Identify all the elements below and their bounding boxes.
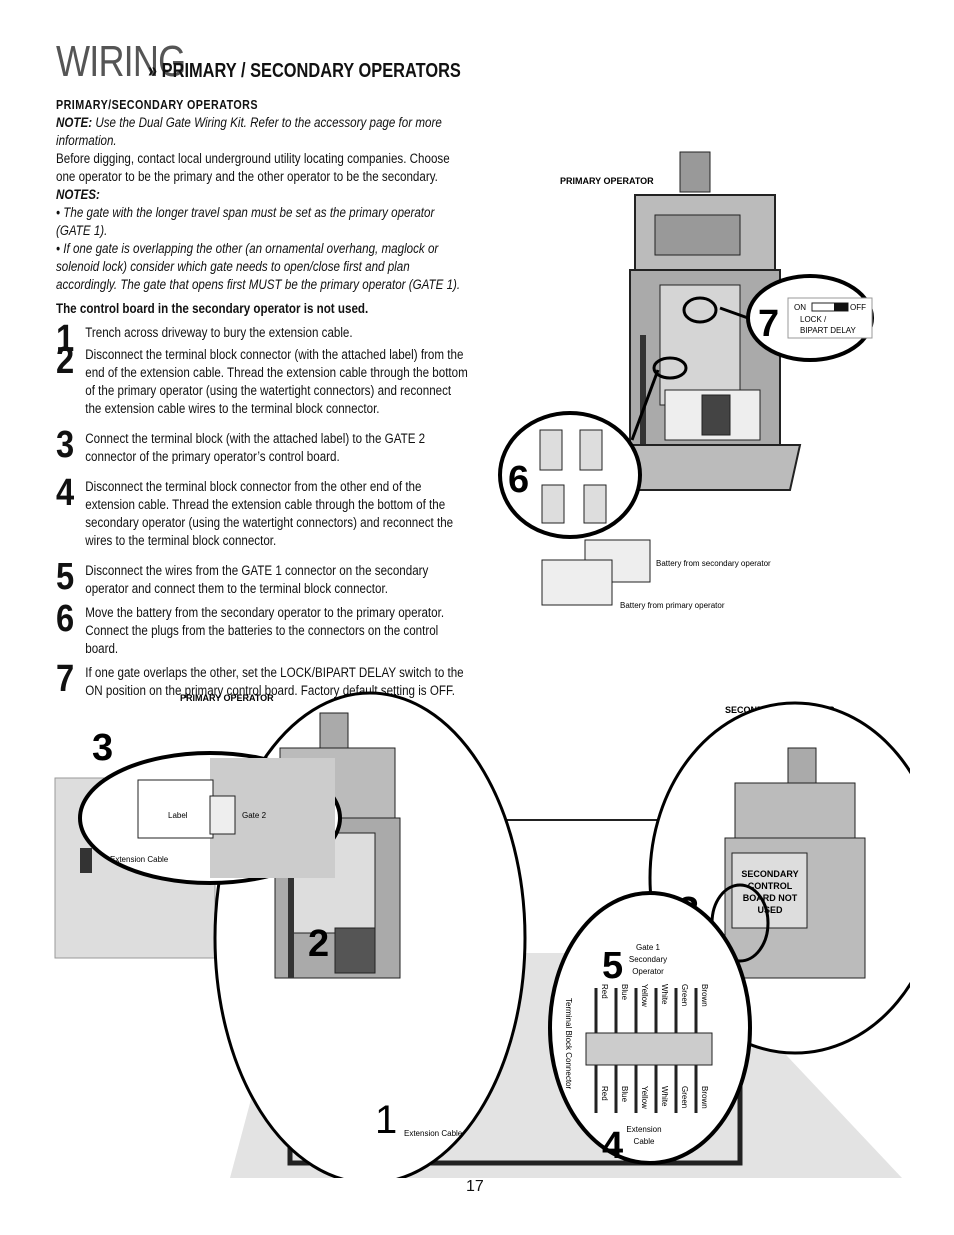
svg-text:LOCK /: LOCK / (800, 315, 827, 324)
battery-connector (583, 484, 607, 524)
battery-connector (579, 429, 603, 471)
motor-shaft (679, 151, 711, 193)
callout-7-number: 7 (758, 303, 779, 345)
callout-2-number: 2 (308, 923, 329, 965)
svg-text:Operator: Operator (632, 967, 664, 976)
callout-3-left-number: 3 (92, 727, 113, 769)
step-5: 5 Disconnect the wires from the GATE 1 c… (56, 556, 429, 598)
gate2-connector (209, 795, 236, 835)
wire-label: Blue (620, 984, 629, 1001)
notes-label: NOTES: (56, 187, 100, 202)
control-board-note: The control board in the secondary opera… (56, 301, 369, 316)
note-bullet: • The gate with the longer travel span m… (56, 205, 435, 238)
svg-text:Secondary: Secondary (629, 955, 667, 964)
primary-operator-diagram: PRIMARY OPERATOR 7 ON OFF LOCK / BIPART … (498, 151, 874, 610)
note: NOTE: Use the Dual Gate Wiring Kit. Refe… (56, 114, 469, 150)
terminal-block-label (137, 779, 214, 839)
extension-cable-label: Extension (626, 1125, 661, 1134)
callout-6-number: 6 (508, 459, 529, 501)
primary-operator-label: PRIMARY OPERATOR (180, 693, 274, 703)
installation-diagram: PRIMARY OPERATOR SECONDARY OPERATOR 2 3 … (54, 691, 910, 1178)
section-heading: PRIMARY/SECONDARY OPERATORS (56, 98, 258, 112)
note-text: Use the Dual Gate Wiring Kit. Refer to t… (56, 115, 442, 148)
note-label: NOTE: (56, 115, 93, 130)
control-board (659, 284, 741, 406)
svg-text:CONTROL: CONTROL (748, 881, 793, 891)
svg-text:ON: ON (794, 303, 806, 312)
secondary-board-note: SECONDARY (741, 869, 798, 879)
svg-text:USED: USED (757, 905, 783, 915)
terminal-block-label: Terminal Block Connector (564, 998, 573, 1089)
switch-location-marker (682, 296, 718, 324)
battery-secondary-label: Battery from secondary operator (656, 559, 771, 568)
switch-knob (834, 303, 848, 311)
gate1-secondary-label: Gate 1 (636, 943, 661, 952)
step-4: 4 Disconnect the terminal block connecto… (56, 472, 454, 548)
terminal-block-callout (548, 891, 752, 1165)
extension-cable-label: Extension Cable (404, 1129, 463, 1138)
intro-text: Before digging, contact local undergroun… (56, 151, 450, 184)
battery-primary-label: Battery from primary operator (620, 601, 725, 610)
connector-location-marker (652, 356, 688, 380)
wire-label: White (660, 1086, 669, 1107)
page-subtitle: » PRIMARY / SECONDARY OPERATORS (148, 60, 461, 82)
primary-operator-label: PRIMARY OPERATOR (560, 176, 654, 186)
wire-labels-top: Red Blue Yellow White Green Brown (594, 984, 709, 1033)
wire-label: Brown (700, 984, 709, 1007)
wire-label: Red (600, 1086, 609, 1101)
callout-4-number: 4 (602, 1125, 623, 1167)
svg-text:BIPART DELAY: BIPART DELAY (800, 326, 857, 335)
wire-label: Green (680, 984, 689, 1006)
terminal-block-connector (585, 1032, 713, 1066)
step-1: 1 Trench across driveway to bury the ext… (56, 318, 353, 360)
step-2: 2 Disconnect the terminal block connecto… (56, 340, 468, 416)
svg-text:BOARD NOT: BOARD NOT (743, 893, 798, 903)
wire-label: Green (680, 1086, 689, 1108)
wire-label: Blue (620, 1086, 629, 1103)
wire-label: Red (600, 984, 609, 999)
note-bullet: • If one gate is overlapping the other (… (56, 241, 461, 292)
battery-connector (539, 429, 563, 471)
svg-text:OFF: OFF (850, 303, 866, 312)
step-3: 3 Connect the terminal block (with the a… (56, 424, 426, 466)
gear-assembly (654, 214, 741, 256)
wire-label: Brown (700, 1086, 709, 1109)
svg-text:Gate 2: Gate 2 (242, 811, 267, 820)
battery-primary (541, 559, 613, 606)
callout-5-number: 5 (602, 945, 623, 987)
wire-label: White (660, 984, 669, 1005)
callout-1-number: 1 (375, 1098, 397, 1142)
battery-plug (701, 394, 731, 436)
instructions: PRIMARY/SECONDARY OPERATORS NOTE: Use th… (56, 96, 526, 700)
battery-connector (541, 484, 565, 524)
page-title: WIRING (56, 37, 186, 86)
wire-label: Yellow (640, 1086, 649, 1109)
page-number: 17 (466, 1178, 484, 1195)
svg-text:Cable: Cable (634, 1137, 655, 1146)
step-6: 6 Move the battery from the secondary op… (56, 598, 445, 656)
svg-text:Label: Label (168, 811, 188, 820)
wire-labels-bottom: Red Blue Yellow White Green Brown (594, 1065, 709, 1113)
extension-cable-label: Extension Cable (110, 855, 169, 864)
wire-label: Yellow (640, 984, 649, 1007)
